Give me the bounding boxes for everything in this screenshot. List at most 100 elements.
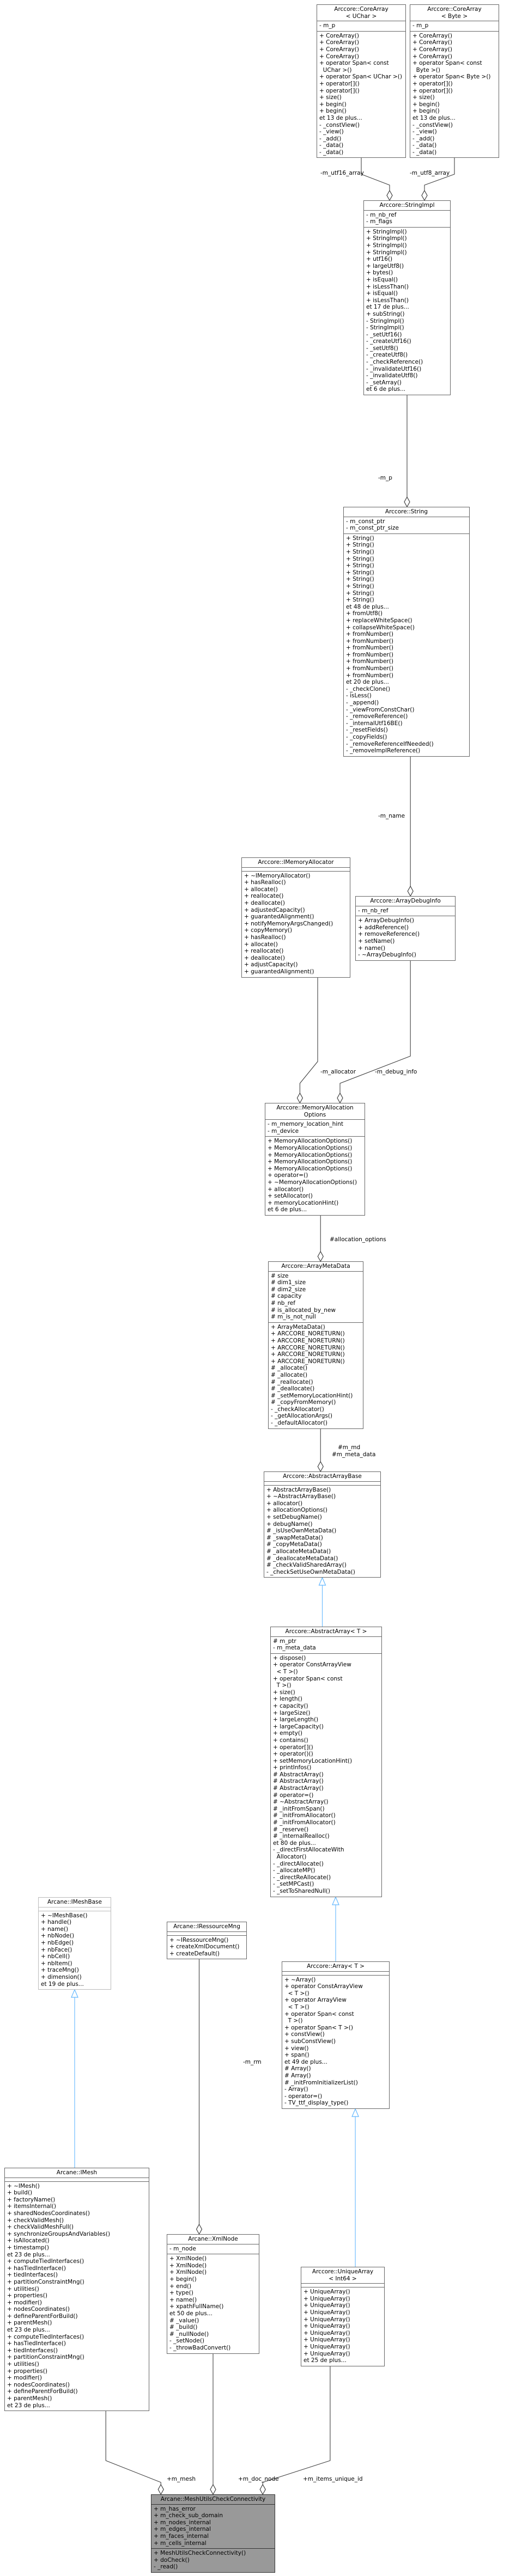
operation-line: - _getAllocationArgs() bbox=[271, 1413, 333, 1420]
operation-line: + copyMemory() bbox=[244, 927, 293, 934]
attributes-section: # m_ptr- m_meta_data bbox=[271, 1637, 381, 1654]
operation-line: + parentMesh() bbox=[7, 2320, 52, 2327]
operations-section: + ~IMesh()+ build()+ factoryName()+ item… bbox=[5, 2182, 149, 2411]
operation-line: + isEqual() bbox=[366, 276, 398, 283]
operation-line: + allocate() bbox=[244, 886, 278, 893]
operation-line: + operator Span< const bbox=[284, 2010, 354, 2017]
operation-line: + operator Span< Byte >() bbox=[412, 73, 491, 81]
class-abstractarray[interactable]: Arccore::AbstractArray< T ># m_ptr- m_me… bbox=[270, 1627, 382, 1897]
class-corearray-uchar[interactable]: Arccore::CoreArray< UChar >- m_p+ CoreAr… bbox=[317, 4, 406, 158]
operations-section: + ArrayDebugInfo()+ addReference()+ remo… bbox=[356, 916, 455, 960]
operation-line: + dimension() bbox=[41, 1973, 82, 1980]
operation-line: + XmlNode() bbox=[169, 2262, 207, 2269]
operation-line: - _checkSetUseOwnMetaData() bbox=[266, 1568, 355, 1575]
class-imeshbase[interactable]: Arcane::IMeshBase+ ~IMeshBase()+ handle(… bbox=[38, 1897, 111, 1990]
operation-line: - _constView() bbox=[412, 121, 453, 128]
edge-target-uniquearray bbox=[263, 2366, 331, 2494]
operation-line: # Array() bbox=[284, 2065, 311, 2072]
operation-line: - Array() bbox=[284, 2086, 308, 2093]
attribute-line: + m_faces_internal bbox=[154, 2532, 209, 2540]
operation-line: + operator Span< T >() bbox=[284, 2024, 353, 2031]
operation-line: + CoreArray() bbox=[412, 53, 452, 60]
operation-line: + hasTiedInterface() bbox=[7, 2340, 66, 2347]
operation-line: + partitionConstraintMng() bbox=[7, 2278, 84, 2285]
attribute-line: # nb_ref bbox=[271, 1299, 295, 1307]
operation-line: # _initFromInitializerList() bbox=[284, 2079, 358, 2086]
class-name-line: Arccore::CoreArray bbox=[427, 6, 482, 13]
operation-line: + ~IMemoryAllocator() bbox=[244, 872, 311, 879]
operation-line: et 23 de plus... bbox=[7, 2402, 50, 2409]
class-name: Arcane::IRessourceMng bbox=[167, 1922, 246, 1932]
class-uniquearray[interactable]: Arccore::UniqueArray< Int64 >+ UniqueArr… bbox=[301, 2267, 385, 2366]
operation-line: + computeTiedInterfaces() bbox=[7, 2333, 84, 2340]
operation-line: + fromNumber() bbox=[346, 672, 393, 679]
operation-line: + parentMesh() bbox=[7, 2395, 52, 2402]
class-string[interactable]: Arccore::String- m_const_ptr- m_const_pt… bbox=[343, 507, 470, 757]
operation-line: # _setMemoryLocationHint() bbox=[271, 1392, 353, 1399]
class-imemoryallocator[interactable]: Arccore::IMemoryAllocator+ ~IMemoryAlloc… bbox=[241, 857, 350, 978]
operation-line: - _data() bbox=[412, 149, 437, 156]
class-name-line: Arccore::AbstractArray< T > bbox=[285, 1628, 367, 1635]
operation-line: + ARCCORE_NORETURN() bbox=[271, 1337, 345, 1344]
class-name-line: Arcane::XmlNode bbox=[188, 2236, 238, 2242]
class-abstractarraybase[interactable]: Arccore::AbstractArrayBase+ AbstractArra… bbox=[264, 1471, 381, 1578]
operation-line: # _reserve() bbox=[273, 1826, 309, 1833]
operations-section: + StringImpl()+ StringImpl()+ StringImpl… bbox=[364, 228, 450, 395]
edge-memoryallocationoptions-arraydebuginfo bbox=[340, 961, 411, 1103]
operation-line: + properties() bbox=[7, 2368, 47, 2375]
operation-line: # _allocate() bbox=[271, 1371, 308, 1378]
operation-line: + MemoryAllocationOptions() bbox=[268, 1138, 353, 1145]
operations-section: + ArrayMetaData() + ARCCORE_NORETURN() + A… bbox=[269, 1323, 363, 1428]
operation-line: et 19 de plus... bbox=[41, 1980, 84, 1988]
operation-line: + timestamp() bbox=[7, 2244, 49, 2251]
operation-line: # _reallocate() bbox=[271, 1378, 313, 1385]
edge-label-m-name: -m_name bbox=[378, 813, 405, 819]
attribute-line: # dim2_size bbox=[271, 1286, 306, 1293]
operation-line: + checkValidMeshFull() bbox=[7, 2224, 74, 2231]
operation-line: + name() bbox=[41, 1925, 69, 1933]
operation-line: + properties() bbox=[7, 2292, 47, 2299]
operations-section: + XmlNode()+ XmlNode()+ XmlNode()+ begin… bbox=[167, 2254, 259, 2353]
operation-line: + constView() bbox=[284, 2031, 325, 2038]
operation-line: et 17 de plus... bbox=[366, 304, 409, 311]
operation-line: - TV_ttf_display_type() bbox=[284, 2100, 349, 2107]
operation-line: et 25 de plus... bbox=[304, 2357, 347, 2364]
class-arraydebuginfo[interactable]: Arccore::ArrayDebugInfo- m_nb_ref+ Array… bbox=[355, 896, 456, 961]
class-xmlnode[interactable]: Arcane::XmlNode- m_node+ XmlNode()+ XmlN… bbox=[167, 2234, 259, 2354]
operation-line: + ArrayMetaData() bbox=[271, 1323, 325, 1330]
class-imesh[interactable]: Arcane::IMesh+ ~IMesh()+ build()+ factor… bbox=[4, 2168, 149, 2412]
operation-line: T >() bbox=[284, 2017, 303, 2025]
class-corearray-byte[interactable]: Arccore::CoreArray< Byte >- m_p+ CoreArr… bbox=[410, 4, 499, 158]
operation-line: - _data() bbox=[319, 149, 344, 156]
operation-line: + StringImpl() bbox=[366, 242, 407, 249]
class-stringimpl[interactable]: Arccore::StringImpl- m_nb_ref- m_flags+ … bbox=[363, 200, 451, 396]
class-name: Arcane::XmlNode bbox=[167, 2235, 259, 2244]
class-array[interactable]: Arccore::Array< T >+ ~Array()+ operator … bbox=[282, 1961, 390, 2109]
class-meshutilscheckconnectivity[interactable]: Arcane::MeshUtilsCheckConnectivity+ m_ha… bbox=[151, 2494, 275, 2573]
attribute-line: - m_p bbox=[412, 22, 429, 29]
operation-line: - StringImpl() bbox=[366, 317, 404, 324]
operation-line: + length() bbox=[273, 1696, 302, 1703]
operation-line: < T >() bbox=[284, 1990, 309, 1997]
class-iressourcemng[interactable]: Arcane::IRessourceMng+ ~IRessourceMng()+… bbox=[167, 1922, 247, 1960]
operation-line: + ARCCORE_NORETURN() bbox=[271, 1351, 345, 1358]
operation-line: + String() bbox=[346, 597, 374, 604]
operation-line: + nbCell() bbox=[41, 1953, 70, 1960]
operation-line: + String() bbox=[346, 542, 374, 549]
operation-line: et 49 de plus... bbox=[284, 2058, 327, 2065]
operations-section: + ~IRessourceMng()+ createXmlDocument()+… bbox=[167, 1936, 246, 1959]
attributes-section: - m_memory_location_hint- m_device bbox=[265, 1120, 365, 1137]
operation-line: - _removeImplReference() bbox=[346, 747, 421, 755]
edge-label-m-utf8-array: -m_utf8_array bbox=[410, 170, 450, 176]
operation-line: - operator=() bbox=[284, 2093, 323, 2100]
operation-line: - _invalidateUtf8() bbox=[366, 372, 418, 379]
class-name-line: < Byte > bbox=[441, 13, 468, 20]
attributes-section bbox=[264, 1482, 380, 1486]
class-arraymetadata[interactable]: Arccore::ArrayMetaData# size# dim1_size#… bbox=[268, 1261, 363, 1429]
operation-line: + MemoryAllocationOptions() bbox=[268, 1158, 353, 1166]
operation-line: + XmlNode() bbox=[169, 2255, 207, 2262]
operations-section: + MeshUtilsCheckConnectivity()+ doCheck(… bbox=[151, 2549, 275, 2572]
operation-line: + ~IMesh() bbox=[7, 2182, 40, 2189]
